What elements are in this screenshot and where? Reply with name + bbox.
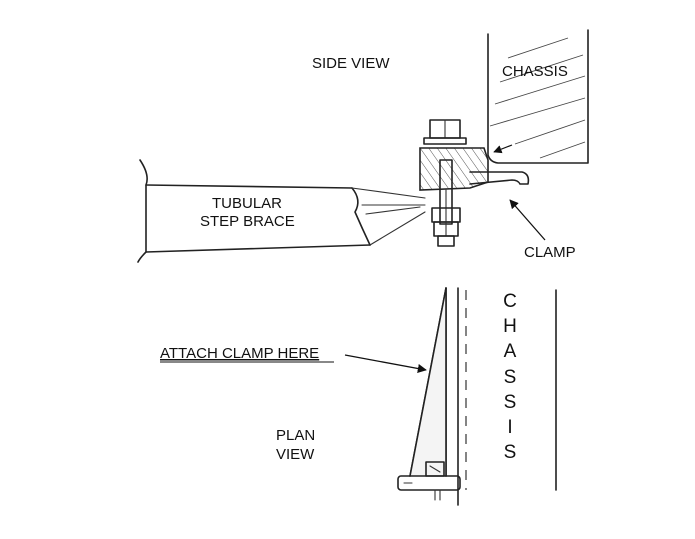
plan-label-line2: VIEW: [276, 446, 315, 463]
brace-label-line1: TUBULAR: [212, 195, 282, 212]
chassis-rail-plan: [457, 287, 557, 506]
chassis-letter: C: [503, 291, 517, 312]
clamp-arrow: [509, 199, 546, 241]
chassis-vertical-label: C H A S S I S: [503, 291, 517, 463]
chassis-letter: S: [504, 442, 517, 463]
chassis-letter: A: [504, 341, 517, 362]
brace-label-line2: STEP BRACE: [200, 213, 295, 230]
chassis-letter: I: [507, 417, 512, 438]
side-view-label: SIDE VIEW: [312, 55, 390, 72]
chassis-letter: S: [504, 367, 517, 388]
chassis-label-side: CHASSIS: [502, 63, 568, 80]
plan-label-line1: PLAN: [276, 427, 315, 444]
clamp-label: CLAMP: [524, 244, 576, 261]
chassis-rail-side: [487, 29, 589, 164]
tubular-step-brace: [137, 159, 426, 263]
brace-plan: [409, 287, 447, 477]
chassis-letter: S: [504, 392, 517, 413]
clamp-plan: [397, 461, 461, 501]
clamp-assembly: [419, 119, 530, 247]
chassis-letter: H: [503, 316, 517, 337]
attach-arrow: [344, 354, 427, 373]
attach-label: ATTACH CLAMP HERE: [160, 345, 319, 362]
